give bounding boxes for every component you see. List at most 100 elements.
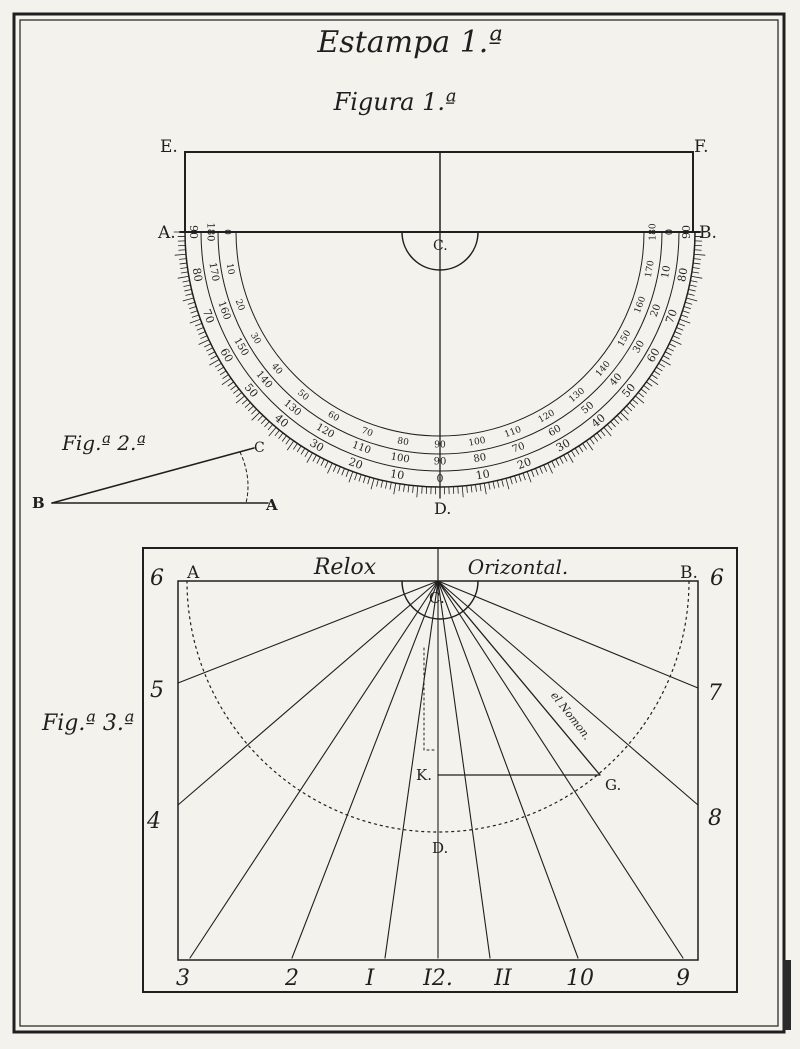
degree-tick — [677, 322, 685, 327]
degree-tick — [685, 297, 698, 302]
scale-label: 80 — [473, 452, 487, 465]
scale-label: 180 — [205, 222, 216, 241]
degree-tick — [475, 484, 477, 492]
ruler-rectangle — [184, 151, 694, 233]
degree-tick — [370, 477, 375, 490]
degree-tick — [547, 462, 553, 474]
degree-tick — [578, 445, 584, 453]
degree-tick — [684, 301, 693, 305]
scale-ticks — [173, 231, 707, 499]
hour-line — [291, 580, 439, 959]
point-C: C — [254, 440, 265, 456]
degree-tick — [267, 424, 274, 431]
degree-tick — [680, 314, 689, 318]
degree-tick — [501, 479, 504, 487]
degree-tick — [227, 381, 235, 387]
degree-tick — [522, 472, 526, 481]
scale-label: 80 — [190, 267, 205, 283]
hour-line — [177, 580, 439, 684]
point-B: B. — [680, 563, 698, 583]
degree-tick — [285, 437, 291, 445]
dial-title-right: Orizontal. — [468, 555, 569, 579]
degree-tick — [692, 267, 700, 269]
degree-tick — [687, 293, 695, 296]
degree-tick — [179, 262, 188, 265]
degree-tick — [184, 288, 192, 292]
degree-tick — [634, 395, 645, 404]
dial-title-left: Relox — [313, 555, 377, 580]
hour-11: II — [493, 966, 513, 991]
degree-tick — [670, 339, 682, 345]
scale-label: 80 — [675, 267, 690, 283]
degree-tick — [191, 314, 200, 318]
scale-label: 90 — [187, 225, 200, 239]
degree-tick — [530, 469, 535, 477]
degree-tick — [596, 432, 602, 439]
degree-tick — [616, 415, 623, 421]
scale-label: 20 — [233, 298, 246, 312]
hour-line — [177, 580, 439, 806]
degree-tick — [341, 468, 345, 476]
degree-tick — [651, 374, 658, 379]
scale-label: 0 — [222, 229, 232, 235]
scale-label: 70 — [511, 441, 527, 456]
scale-label: 100 — [390, 451, 411, 465]
degree-tick — [235, 395, 246, 404]
scale-label: 10 — [389, 467, 405, 482]
degree-tick — [251, 411, 261, 421]
degree-tick — [215, 362, 222, 368]
degree-tick — [645, 381, 653, 387]
degree-tick — [690, 275, 703, 279]
degree-tick — [648, 377, 659, 385]
hour-6-right: 6 — [710, 566, 724, 591]
degree-tick — [200, 335, 208, 339]
degree-tick — [233, 388, 240, 394]
degree-tick — [230, 385, 237, 391]
degree-tick — [461, 485, 464, 498]
degree-tick — [479, 483, 482, 492]
scale-label: 30 — [248, 331, 263, 346]
scale-label: 60 — [217, 346, 235, 365]
degree-tick — [626, 405, 633, 412]
scale-label: 30 — [307, 436, 326, 454]
inner-border — [19, 19, 779, 1027]
scale-label: 20 — [516, 455, 534, 472]
degree-tick — [180, 267, 188, 269]
degree-tick — [389, 481, 392, 490]
degree-tick — [316, 456, 321, 464]
degree-tick — [505, 477, 510, 490]
scale-label: 70 — [360, 426, 374, 439]
center-arc — [401, 231, 479, 271]
point-D: D. — [432, 839, 448, 857]
degree-tick — [264, 421, 270, 428]
degree-tick — [664, 351, 672, 356]
degree-tick — [244, 402, 251, 408]
degree-tick — [688, 288, 696, 292]
degree-tick — [222, 374, 229, 379]
degree-tick — [251, 408, 257, 415]
degree-tick — [693, 258, 701, 260]
scale-label: 80 — [396, 436, 409, 448]
scale-arc — [235, 231, 645, 437]
degree-tick — [582, 443, 587, 450]
figure2-angle: Fig.ª 2.ª B A C — [32, 431, 278, 514]
degree-tick — [367, 476, 371, 485]
degree-tick — [693, 253, 706, 256]
degree-tick — [174, 253, 187, 256]
scale-label: 70 — [663, 308, 680, 326]
figure1-caption: Figura 1.ª — [333, 88, 457, 116]
degree-tick — [210, 355, 218, 360]
degree-tick — [585, 440, 593, 451]
scale-arc — [217, 231, 663, 455]
scale-label: 170 — [644, 259, 657, 278]
degree-tick — [662, 355, 670, 360]
degree-tick — [683, 306, 691, 310]
degree-tick — [518, 474, 522, 482]
scale-label: 50 — [242, 381, 261, 400]
degree-tick — [603, 426, 612, 437]
point-G: G. — [605, 776, 621, 794]
degree-tick — [470, 484, 473, 493]
hour-5: 5 — [150, 678, 164, 703]
degree-tick — [354, 472, 358, 481]
